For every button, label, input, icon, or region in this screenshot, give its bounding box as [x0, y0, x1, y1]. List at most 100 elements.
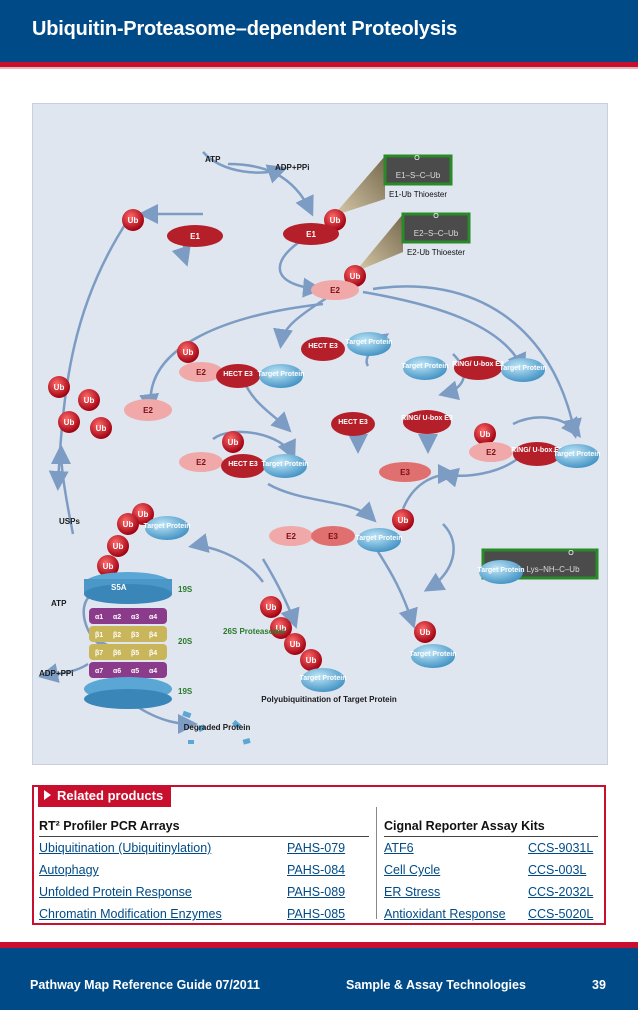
svg-text:Target Protein: Target Protein — [144, 523, 191, 530]
svg-text:Ub: Ub — [96, 424, 107, 433]
svg-text:E2: E2 — [330, 286, 340, 295]
svg-text:ATP: ATP — [51, 599, 67, 608]
svg-text:Ub: Ub — [330, 216, 341, 225]
product-link[interactable]: Cell Cycle — [384, 863, 441, 877]
svg-text:Target Protein: Target Protein — [478, 567, 525, 574]
catalog-number-link[interactable]: CCS-5020L — [528, 907, 594, 921]
svg-text:19S: 19S — [178, 585, 193, 594]
svg-text:E1-Ub Thioester: E1-Ub Thioester — [389, 190, 447, 199]
right-header-rule — [384, 836, 598, 837]
svg-text:Ub: Ub — [138, 510, 149, 519]
catalog-number-link[interactable]: CCS-2032L — [528, 885, 594, 899]
column-divider — [376, 807, 377, 919]
svg-text:ADP+PPi: ADP+PPi — [275, 163, 309, 172]
triangle-right-icon — [44, 790, 51, 800]
svg-text:Ub: Ub — [128, 216, 139, 225]
catalog-number-link[interactable]: PAHS-085 — [287, 907, 346, 921]
svg-text:Target Protein: Target Protein — [356, 535, 403, 542]
svg-text:Ub: Ub — [266, 603, 277, 612]
page-footer: Pathway Map Reference Guide 07/2011 Samp… — [0, 948, 638, 1010]
svg-text:E1: E1 — [306, 230, 316, 239]
enzyme-shapes: E1 E1 E2 E2 E2 E2 E2 E2 E3 E3 — [124, 223, 513, 546]
svg-text:Ub: Ub — [64, 418, 75, 427]
footer-red-stripe — [0, 942, 638, 948]
proteasome-subunit-label: β1 — [95, 632, 103, 639]
proteasome-26s: S5A 19S 20S 19S 26S Proteasome — [84, 572, 286, 709]
catalog-number-link[interactable]: PAHS-079 — [287, 841, 346, 855]
svg-text:S5A: S5A — [111, 583, 127, 592]
svg-text:Target Protein: Target Protein — [258, 371, 305, 378]
svg-text:E3: E3 — [400, 468, 410, 477]
proteasome-subunit-label: α2 — [113, 614, 121, 621]
catalog-number-link[interactable]: PAHS-089 — [287, 885, 346, 899]
proteasome-subunit-label: α4 — [149, 614, 157, 621]
svg-text:E2: E2 — [196, 458, 206, 467]
degraded-protein-label: Degraded Protein — [184, 723, 251, 732]
page-number: 39 — [592, 978, 606, 992]
left-column-header: RT² Profiler PCR Arrays — [39, 819, 180, 833]
svg-text:Ub: Ub — [84, 396, 95, 405]
svg-text:RING/ U-box E3: RING/ U-box E3 — [511, 447, 563, 454]
header-pink-stripe — [0, 67, 638, 69]
page-title: Ubiquitin-Proteasome–dependent Proteolys… — [32, 18, 458, 40]
product-link[interactable]: Unfolded Protein Response — [39, 885, 192, 899]
svg-text:Ub: Ub — [420, 628, 431, 637]
product-link[interactable]: ER Stress — [384, 885, 441, 899]
catalog-number-link[interactable]: CCS-9031L — [528, 841, 594, 855]
svg-text:USPs: USPs — [59, 517, 80, 526]
product-link[interactable]: Antioxidant Response — [384, 907, 506, 921]
svg-text:E2: E2 — [286, 532, 296, 541]
svg-text:ADP+PPi: ADP+PPi — [39, 669, 73, 678]
proteasome-subunit-label: β3 — [131, 632, 139, 639]
proteasome-subunit-label: β7 — [95, 650, 103, 657]
proteasome-subunit-label: α7 — [95, 668, 103, 675]
svg-text:O: O — [433, 213, 439, 220]
product-link[interactable]: ATF6 — [384, 841, 414, 855]
svg-text:RING/ U-box E3: RING/ U-box E3 — [452, 361, 504, 368]
proteasome-subunit-label: α6 — [113, 668, 121, 675]
svg-text:RING/ U-box E3: RING/ U-box E3 — [401, 415, 453, 422]
svg-text:HECT E3: HECT E3 — [228, 461, 258, 468]
svg-text:Ub: Ub — [398, 516, 409, 525]
svg-text:Ub: Ub — [290, 640, 301, 649]
svg-text:Lys–NH–C–Ub: Lys–NH–C–Ub — [526, 565, 580, 574]
svg-text:26S Proteasome: 26S Proteasome — [223, 627, 286, 636]
proteasome-subunit-label: α4 — [149, 668, 157, 675]
svg-text:E3: E3 — [328, 532, 338, 541]
guide-label: Pathway Map Reference Guide 07/2011 — [30, 978, 260, 992]
svg-text:Target Protein: Target Protein — [500, 365, 547, 372]
svg-text:Ub: Ub — [123, 520, 134, 529]
svg-text:20S: 20S — [178, 637, 193, 646]
e2-ub-thioester-box: O E2–S–C–Ub E2-Ub Thioester — [401, 212, 471, 257]
svg-text:Ub: Ub — [276, 624, 287, 633]
pathway-arrows — [38, 151, 582, 734]
svg-text:E2–S–C–Ub: E2–S–C–Ub — [414, 229, 459, 238]
proteasome-subunit-label: α5 — [131, 668, 139, 675]
hect-and-ring-e3: HECT E3 HECT E3 HECT E3 HECT E3 RING/ U-… — [216, 337, 563, 478]
proteasome-subunit-label: β4 — [149, 650, 157, 657]
svg-text:Ub: Ub — [113, 542, 124, 551]
product-link[interactable]: Autophagy — [39, 863, 99, 877]
svg-text:Target Protein: Target Protein — [554, 451, 601, 458]
degraded-protein-fragments — [182, 710, 251, 745]
svg-text:O: O — [414, 155, 420, 162]
pathway-map: O E1–S–C–Ub E1-Ub Thioester O E2–S–C–Ub … — [32, 103, 608, 765]
svg-text:HECT E3: HECT E3 — [308, 343, 338, 350]
proteasome-subunit-label: β5 — [131, 650, 139, 657]
proteasome-subunit-label: α1 — [95, 614, 103, 621]
svg-text:Target Protein: Target Protein — [346, 339, 393, 346]
svg-text:O: O — [568, 550, 574, 557]
related-products-box: Related products RT² Profiler PCR Arrays… — [32, 785, 606, 925]
svg-text:E2: E2 — [196, 368, 206, 377]
catalog-number-link[interactable]: PAHS-084 — [287, 863, 346, 877]
e1-ub-thioester-box: O E1–S–C–Ub E1-Ub Thioester — [383, 154, 453, 199]
proteasome-subunit-label: β6 — [113, 650, 121, 657]
svg-text:E2: E2 — [143, 406, 153, 415]
target-proteins: Target Protein Target Protein Target Pro… — [144, 332, 601, 692]
catalog-number-link[interactable]: CCS-003L — [528, 863, 587, 877]
product-link[interactable]: Ubiquitination (Ubiquitinylation) — [39, 841, 212, 855]
svg-text:Target Protein: Target Protein — [410, 651, 457, 658]
svg-text:Ub: Ub — [103, 562, 114, 571]
product-link[interactable]: Chromatin Modification Enzymes — [39, 907, 222, 921]
svg-text:ATP: ATP — [205, 155, 221, 164]
